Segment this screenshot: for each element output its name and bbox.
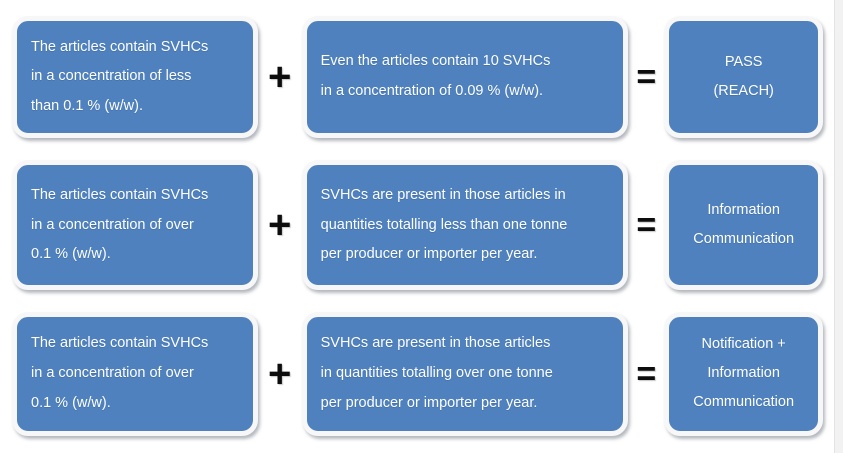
- condition-line: in a concentration of less: [31, 68, 192, 85]
- condition-line: The articles contain SVHCs: [31, 186, 209, 203]
- matrix-row: The articles contain SVHCs in a concentr…: [0, 150, 835, 300]
- condition-line: than 0.1 % (w/w).: [31, 98, 144, 115]
- result-box-row-2[interactable]: Information Communication: [664, 160, 823, 291]
- result-line: Information: [707, 365, 780, 382]
- equals-operator-icon: =: [636, 354, 657, 393]
- quantity-box-row-1[interactable]: Even the articles contain 10 SVHCs in a …: [301, 16, 629, 139]
- result-box-row-3[interactable]: Notification + Information Communication: [664, 311, 823, 436]
- quantity-line: in quantities totalling over one tonne: [320, 364, 553, 381]
- result-line: Communication: [693, 231, 795, 248]
- quantity-line: in a concentration of 0.09 % (w/w).: [320, 83, 544, 100]
- condition-box-row-1[interactable]: The articles contain SVHCs in a concentr…: [12, 16, 258, 139]
- condition-line: The articles contain SVHCs: [31, 38, 209, 55]
- result-line: Notification +: [701, 336, 786, 353]
- quantity-line: SVHCs are present in those articles: [320, 335, 551, 352]
- equals-operator-icon: =: [636, 206, 657, 245]
- plus-operator-icon: +: [267, 203, 292, 248]
- condition-line: in a concentration of over: [31, 364, 194, 381]
- result-line: Communication: [693, 394, 795, 411]
- quantity-line: per producer or importer per year.: [320, 246, 538, 263]
- equals-operator-icon: =: [636, 58, 657, 97]
- condition-line: 0.1 % (w/w).: [31, 394, 111, 411]
- matrix-row: The articles contain SVHCs in a concentr…: [0, 0, 835, 150]
- result-box-row-1[interactable]: PASS (REACH): [664, 16, 823, 139]
- quantity-line: quantities totalling less than one tonne: [320, 216, 568, 233]
- right-edge-strip: [835, 0, 843, 453]
- plus-operator-icon: +: [267, 351, 292, 396]
- condition-box-row-3[interactable]: The articles contain SVHCs in a concentr…: [12, 311, 258, 436]
- right-edge-divider: [834, 0, 835, 453]
- result-line: (REACH): [713, 83, 774, 100]
- plus-operator-icon: +: [267, 55, 292, 100]
- quantity-line: per producer or importer per year.: [320, 394, 538, 411]
- quantity-box-row-3[interactable]: SVHCs are present in those articles in q…: [301, 311, 629, 436]
- result-line: Information: [707, 202, 780, 219]
- condition-line: in a concentration of over: [31, 216, 194, 233]
- matrix-row: The articles contain SVHCs in a concentr…: [0, 301, 835, 453]
- condition-line: The articles contain SVHCs: [31, 335, 209, 352]
- result-line: PASS: [724, 54, 763, 71]
- quantity-line: SVHCs are present in those articles in: [320, 186, 566, 203]
- quantity-box-row-2[interactable]: SVHCs are present in those articles in q…: [301, 160, 629, 291]
- quantity-line: Even the articles contain 10 SVHCs: [320, 53, 551, 70]
- condition-box-row-2[interactable]: The articles contain SVHCs in a concentr…: [12, 160, 258, 291]
- condition-line: 0.1 % (w/w).: [31, 246, 111, 263]
